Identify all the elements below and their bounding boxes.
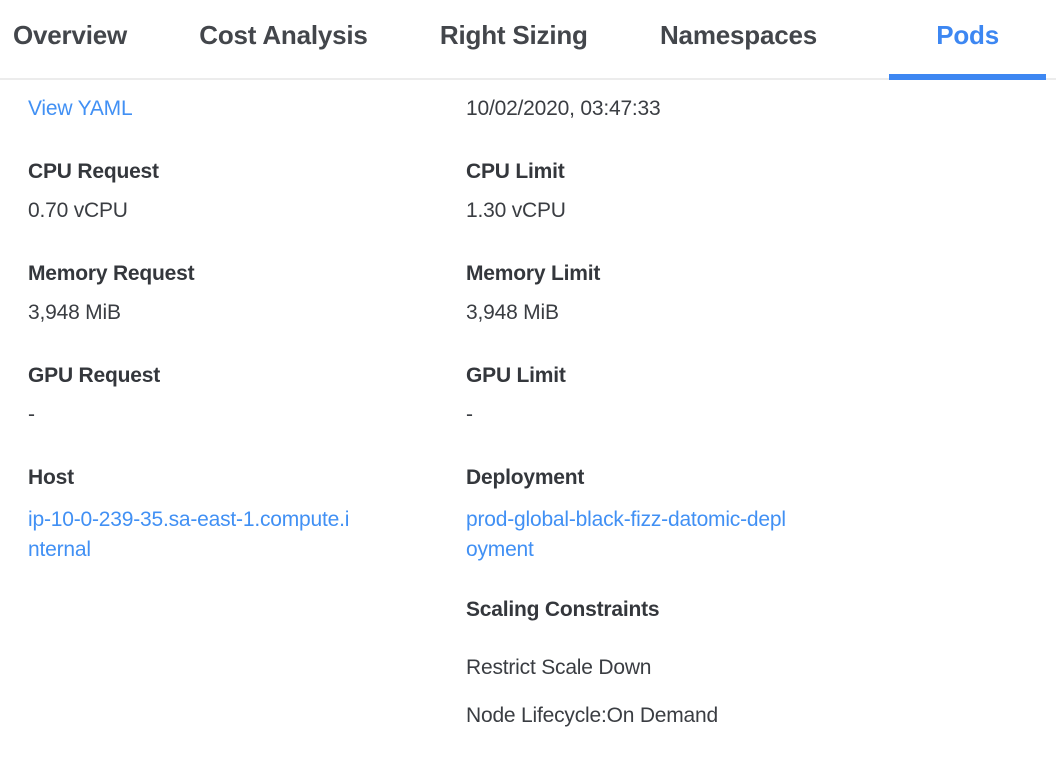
scaling-constraints-section: Scaling Constraints Restrict Scale Down … <box>466 598 1028 728</box>
last-updated-timestamp: 10/02/2020, 03:47:33 <box>466 97 661 120</box>
field-host: Host ip-10-0-239-35.sa-east-1.compute.in… <box>28 466 466 565</box>
gpu-request-value: - <box>28 403 35 426</box>
constraint-restrict-scale-down: Restrict Scale Down <box>466 656 652 679</box>
field-gpu-request: GPU Request - <box>28 364 466 427</box>
tab-namespaces[interactable]: Namespaces <box>659 20 817 50</box>
scaling-constraints-label: Scaling Constraints <box>466 598 660 621</box>
tab-right-sizing[interactable]: Right Sizing <box>439 20 588 50</box>
constraint-node-lifecycle: Node Lifecycle:On Demand <box>466 704 718 727</box>
host-link[interactable]: ip-10-0-239-35.sa-east-1.compute.interna… <box>28 508 350 561</box>
field-cpu-request: CPU Request 0.70 vCPU <box>28 160 466 223</box>
deployment-label: Deployment <box>466 466 585 489</box>
field-gpu-limit: GPU Limit - <box>466 364 1028 427</box>
memory-limit-label: Memory Limit <box>466 262 601 285</box>
field-deployment: Deployment prod-global-black-fizz-datomi… <box>466 466 1028 565</box>
field-memory-request: Memory Request 3,948 MiB <box>28 262 466 325</box>
field-memory-limit: Memory Limit 3,948 MiB <box>466 262 1028 325</box>
deployment-link[interactable]: prod-global-black-fizz-datomic-deploymen… <box>466 508 786 561</box>
view-yaml-cell: View YAML <box>28 97 466 121</box>
pod-details-panel: View YAML 10/02/2020, 03:47:33 CPU Reque… <box>0 80 1056 758</box>
tab-pods[interactable]: Pods <box>889 20 1046 80</box>
gpu-request-label: GPU Request <box>28 364 160 387</box>
memory-limit-value: 3,948 MiB <box>466 301 559 324</box>
gpu-limit-value: - <box>466 403 473 426</box>
cpu-limit-value: 1.30 vCPU <box>466 199 566 222</box>
view-yaml-link[interactable]: View YAML <box>28 97 133 120</box>
tab-cost-analysis[interactable]: Cost Analysis <box>199 20 368 50</box>
cpu-request-label: CPU Request <box>28 160 159 183</box>
cpu-request-value: 0.70 vCPU <box>28 199 128 222</box>
cpu-limit-label: CPU Limit <box>466 160 565 183</box>
host-label: Host <box>28 466 74 489</box>
timestamp-cell: 10/02/2020, 03:47:33 <box>466 97 1028 121</box>
tab-bar: Overview Cost Analysis Right Sizing Name… <box>0 0 1056 80</box>
gpu-limit-label: GPU Limit <box>466 364 566 387</box>
memory-request-value: 3,948 MiB <box>28 301 121 324</box>
field-cpu-limit: CPU Limit 1.30 vCPU <box>466 160 1028 223</box>
empty-cell <box>28 598 466 728</box>
memory-request-label: Memory Request <box>28 262 195 285</box>
tab-overview[interactable]: Overview <box>13 20 128 50</box>
